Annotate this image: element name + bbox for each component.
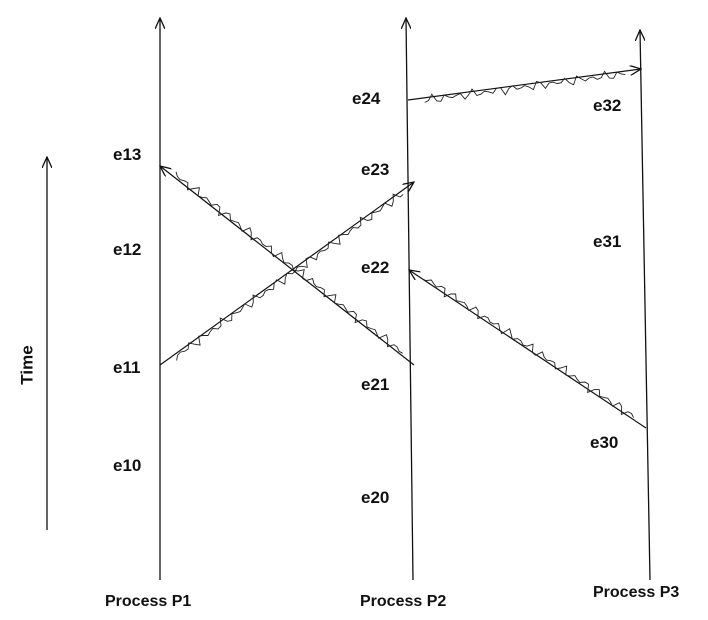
event-label-e12: e12	[113, 240, 142, 259]
event-label-e24: e24	[352, 89, 381, 108]
event-label-e22: e22	[361, 258, 390, 277]
process-label-p3: Process P3	[593, 584, 680, 601]
squiggle	[424, 70, 626, 103]
event-label-e10: e10	[113, 456, 142, 475]
event-label-e31: e31	[593, 232, 622, 251]
message-e21-to-e13	[160, 166, 415, 366]
time-axis-label: Time	[17, 345, 37, 385]
process-p3-line	[640, 30, 651, 581]
event-label-e21: e21	[361, 375, 390, 394]
message-e11-to-e23	[159, 182, 414, 366]
process-p2-line	[406, 18, 414, 581]
squiggle	[175, 171, 403, 354]
squiggle	[176, 193, 404, 361]
event-label-e32: e32	[593, 96, 622, 115]
message-e24-to-e32	[407, 69, 641, 103]
event-label-e20: e20	[361, 488, 390, 507]
process-label-p2: Process P2	[360, 593, 447, 610]
squiggle	[422, 278, 635, 418]
message-e30-to-e22	[409, 270, 647, 429]
process-label-p1: Process P1	[105, 593, 192, 610]
event-label-e30: e30	[590, 433, 619, 452]
event-label-e13: e13	[113, 145, 142, 164]
event-label-e23: e23	[361, 160, 390, 179]
event-label-e11: e11	[113, 358, 141, 377]
